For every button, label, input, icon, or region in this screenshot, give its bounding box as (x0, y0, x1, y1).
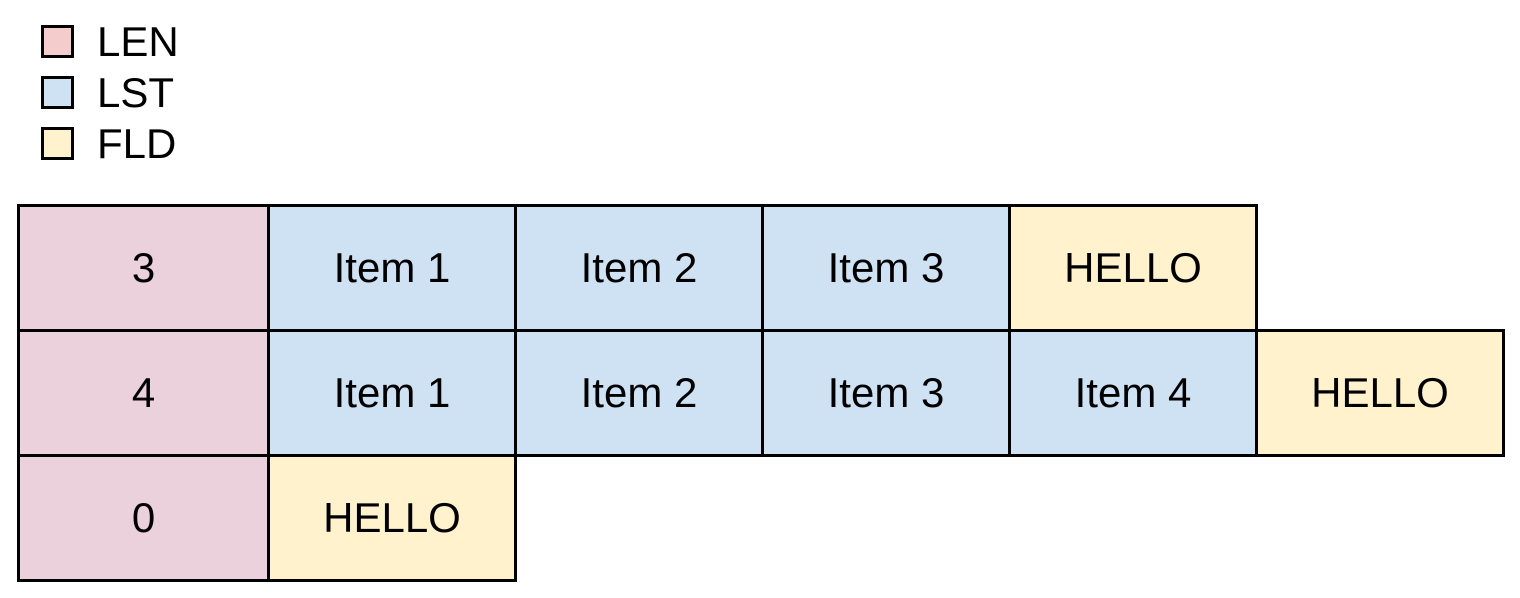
list-item-cell: Item 3 (761, 204, 1011, 332)
len-cell: 4 (17, 329, 270, 457)
list-item-cell: Item 3 (761, 329, 1011, 457)
list-item-cell: Item 1 (267, 204, 517, 332)
fld-color-swatch (41, 127, 74, 160)
record-diagram: 3 Item 1 Item 2 Item 3 HELLO 4 Item 1 It… (17, 204, 1505, 582)
field-cell: HELLO (267, 454, 517, 582)
len-cell: 3 (17, 204, 270, 332)
legend-label-len: LEN (97, 17, 179, 65)
len-color-swatch (41, 25, 74, 58)
legend-item-len: LEN (41, 20, 179, 62)
legend-item-lst: LST (41, 71, 179, 113)
record-row-length-4: 4 Item 1 Item 2 Item 3 Item 4 HELLO (17, 329, 1505, 457)
list-item-cell: Item 2 (514, 204, 764, 332)
record-row-length-3: 3 Item 1 Item 2 Item 3 HELLO (17, 204, 1505, 332)
legend-label-fld: FLD (97, 119, 177, 167)
record-row-length-0: 0 HELLO (17, 454, 1505, 582)
lst-color-swatch (41, 76, 74, 109)
list-item-cell: Item 2 (514, 329, 764, 457)
legend: LEN LST FLD (41, 20, 179, 178)
list-item-cell: Item 1 (267, 329, 517, 457)
list-item-cell: Item 4 (1008, 329, 1258, 457)
legend-item-fld: FLD (41, 122, 179, 164)
legend-label-lst: LST (97, 68, 175, 116)
field-cell: HELLO (1255, 329, 1505, 457)
len-cell: 0 (17, 454, 270, 582)
field-cell: HELLO (1008, 204, 1258, 332)
